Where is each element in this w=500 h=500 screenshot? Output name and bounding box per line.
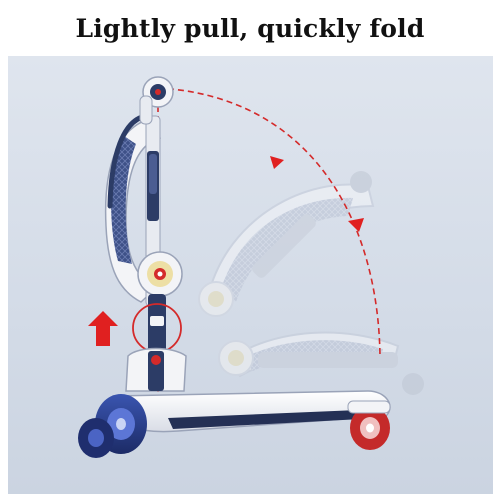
product-photo — [8, 56, 493, 494]
ghost-scooter-low — [218, 331, 424, 395]
upright-scooter — [78, 76, 391, 458]
fold-arc-arrow-icon — [270, 156, 364, 232]
scooter-illustration — [78, 76, 424, 458]
ghost-scooter-mid — [198, 171, 375, 317]
headline: Lightly pull, quickly fold — [75, 14, 425, 43]
up-arrow-icon — [88, 311, 118, 346]
